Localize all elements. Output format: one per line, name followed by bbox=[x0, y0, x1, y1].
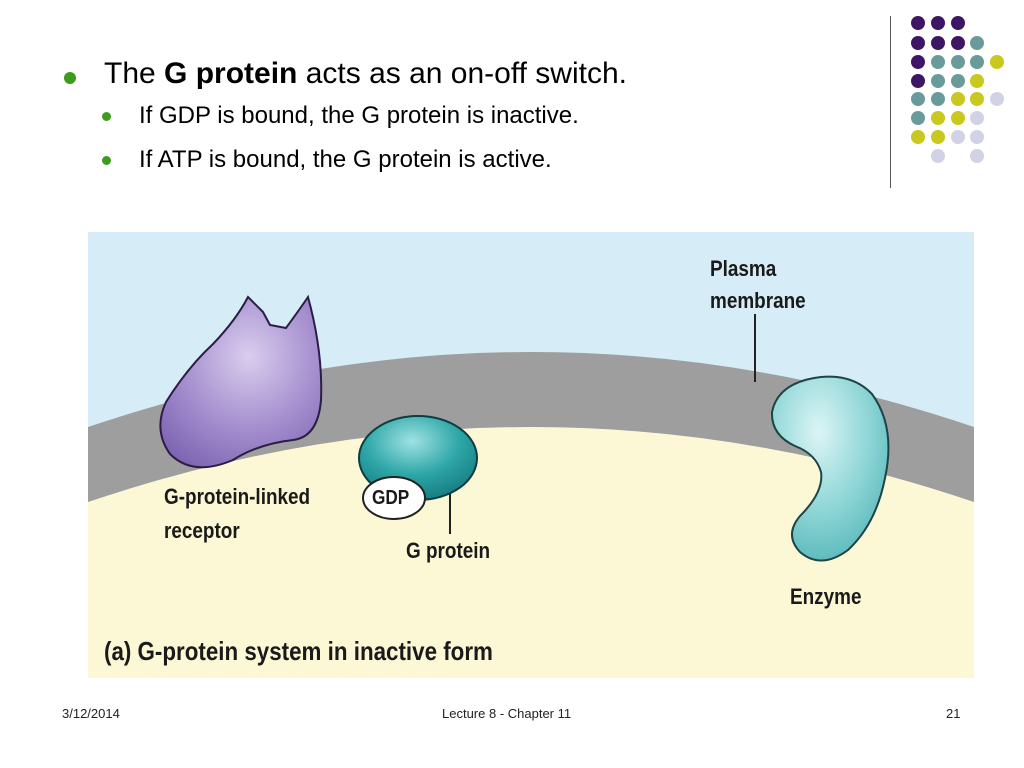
dot-icon bbox=[951, 111, 965, 125]
dot-icon bbox=[931, 130, 945, 144]
footer-center: Lecture 8 - Chapter 11 bbox=[442, 706, 572, 721]
dot-icon bbox=[970, 55, 984, 69]
dot-icon bbox=[911, 36, 925, 50]
dot-icon bbox=[931, 111, 945, 125]
bullet-main-post: acts as an on-off switch. bbox=[297, 57, 627, 90]
dot-icon bbox=[911, 74, 925, 88]
dot-icon bbox=[970, 149, 984, 163]
g-protein-figure: Plasma membrane G-protein-linked recepto… bbox=[88, 232, 974, 678]
dot-icon bbox=[951, 74, 965, 88]
dot-icon bbox=[911, 130, 925, 144]
dot-icon bbox=[911, 55, 925, 69]
dot-icon bbox=[951, 55, 965, 69]
plasma-membrane-label-line2: membrane bbox=[710, 288, 806, 313]
dot-icon bbox=[931, 92, 945, 106]
dot-icon bbox=[931, 74, 945, 88]
bullet-list: The G protein acts as an on-off switch. … bbox=[62, 54, 862, 182]
dot-icon bbox=[970, 130, 984, 144]
dot-icon bbox=[970, 74, 984, 88]
cytoplasm bbox=[88, 427, 974, 678]
footer-page-number: 21 bbox=[946, 706, 961, 721]
gdp-bubble bbox=[362, 476, 426, 520]
figure-caption: (a) G-protein system in inactive form bbox=[104, 636, 493, 666]
bullet-dot-icon bbox=[64, 72, 76, 84]
dot-icon bbox=[951, 92, 965, 106]
footer-date: 3/12/2014 bbox=[62, 706, 120, 721]
figure-drawing bbox=[88, 294, 974, 678]
bullet-main: The G protein acts as an on-off switch. bbox=[62, 54, 862, 94]
sub-bullet-dot-icon bbox=[102, 156, 111, 165]
dot-icon bbox=[911, 111, 925, 125]
dot-icon bbox=[990, 55, 1004, 69]
sub-bullet-atp: If ATP is bound, the G protein is active… bbox=[62, 138, 862, 182]
dot-icon bbox=[911, 16, 925, 30]
sub-bullet-gdp-text: If GDP is bound, the G protein is inacti… bbox=[139, 102, 579, 129]
dot-icon bbox=[911, 92, 925, 106]
receptor-shape bbox=[159, 294, 323, 469]
dot-icon bbox=[951, 16, 965, 30]
dot-icon bbox=[990, 92, 1004, 106]
receptor-label-line1: G-protein-linked bbox=[164, 484, 311, 509]
dot-icon bbox=[931, 16, 945, 30]
enzyme-label: Enzyme bbox=[790, 584, 862, 609]
bullet-main-pre: The bbox=[104, 57, 165, 90]
dot-icon bbox=[931, 55, 945, 69]
receptor-label-line2: receptor bbox=[164, 518, 240, 543]
sub-bullet-dot-icon bbox=[102, 112, 111, 121]
dot-icon bbox=[951, 36, 965, 50]
bullet-main-bold: G protein bbox=[164, 57, 298, 90]
plasma-membrane-label-line1: Plasma bbox=[710, 256, 777, 281]
gdp-label: GDP bbox=[372, 487, 410, 509]
sub-bullet-atp-text: If ATP is bound, the G protein is active… bbox=[139, 146, 552, 173]
dot-icon bbox=[970, 36, 984, 50]
sub-bullet-gdp: If GDP is bound, the G protein is inacti… bbox=[62, 94, 862, 138]
g-protein-label: G protein bbox=[406, 538, 491, 563]
dot-icon bbox=[970, 92, 984, 106]
dot-icon bbox=[951, 130, 965, 144]
dot-icon bbox=[970, 111, 984, 125]
dot-icon bbox=[931, 36, 945, 50]
decorative-divider bbox=[890, 16, 891, 188]
enzyme-shape bbox=[770, 375, 890, 562]
dot-icon bbox=[931, 149, 945, 163]
